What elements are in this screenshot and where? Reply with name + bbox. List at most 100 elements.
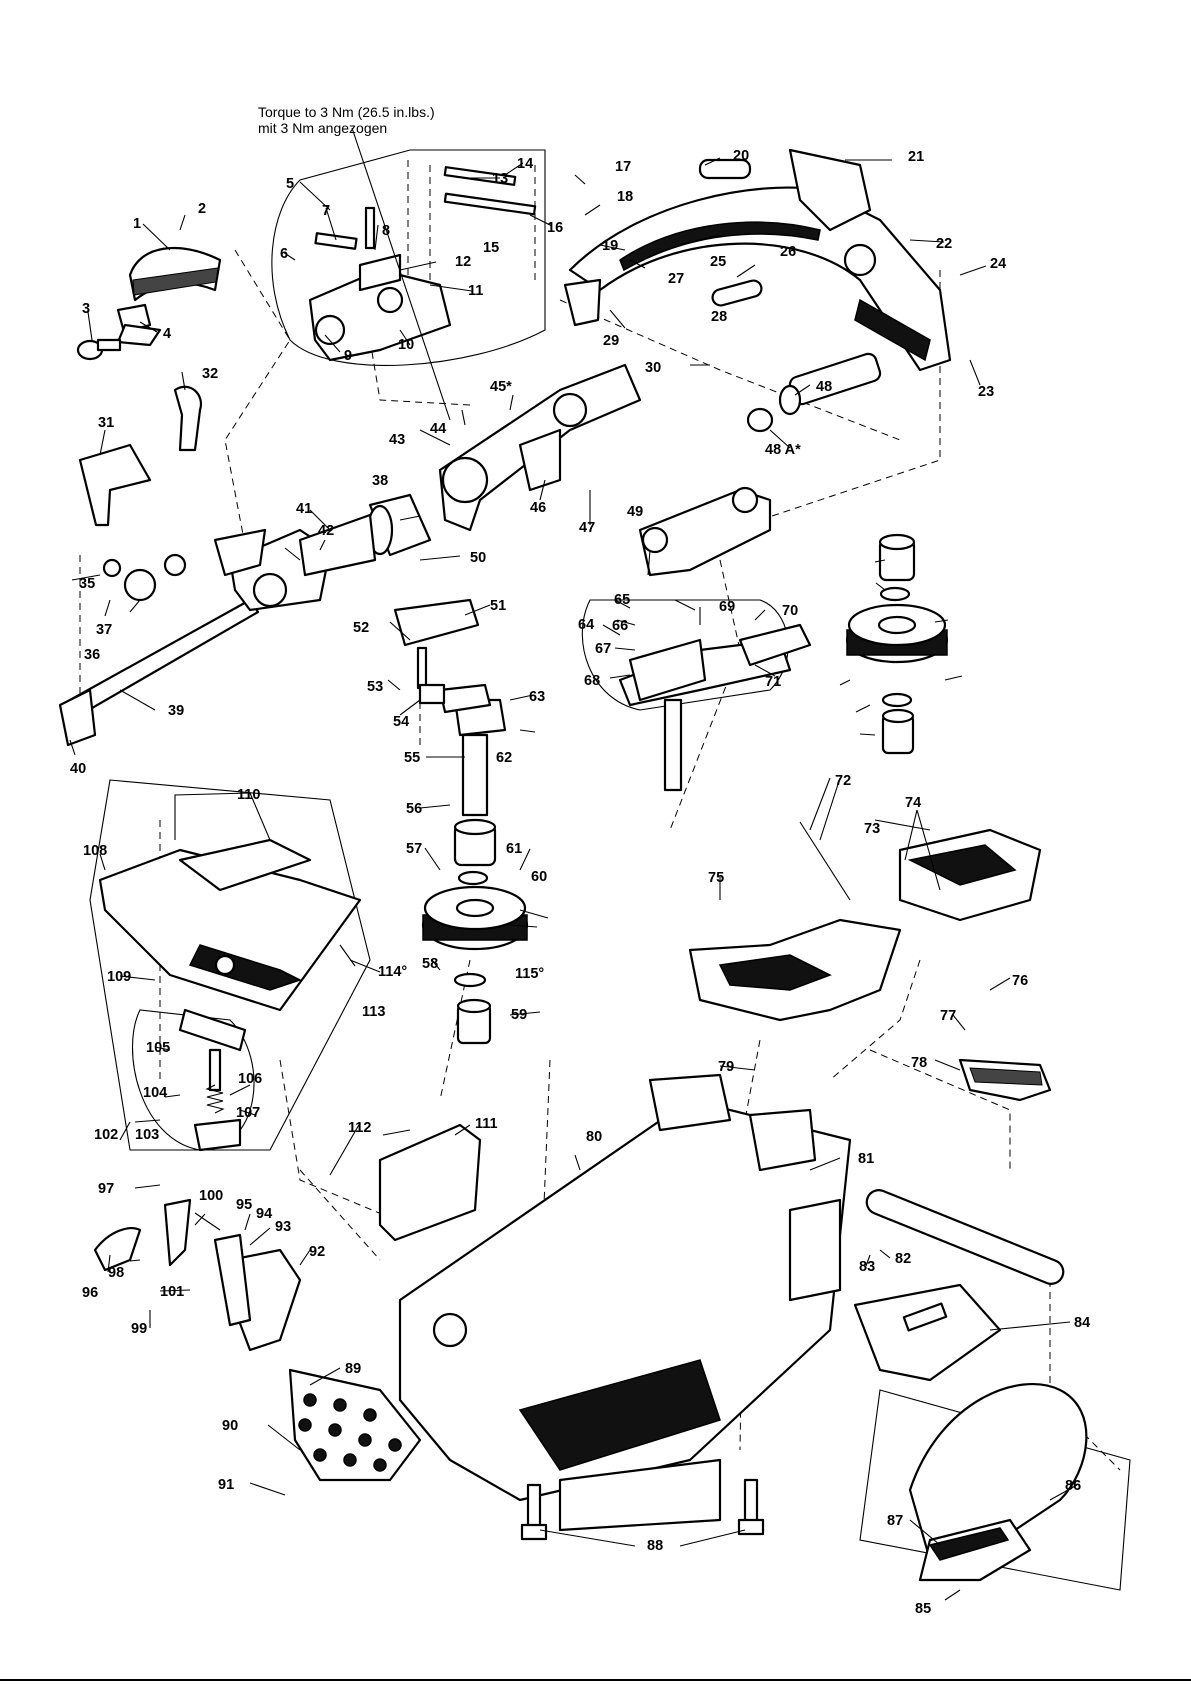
part-label: 39 (168, 703, 184, 719)
part-label: 89 (345, 1361, 361, 1377)
part-pins-13-16 (443, 166, 537, 216)
part-label: 63 (529, 689, 545, 705)
part-label: 41 (296, 501, 312, 517)
part-label: 4 (163, 326, 171, 342)
part-clamp-4 (116, 303, 162, 347)
part-label: 38 (372, 473, 388, 489)
part-label: 30 (645, 360, 661, 376)
part-label: 23 (978, 384, 994, 400)
part-label: 61 (506, 841, 522, 857)
part-label: 26 (780, 244, 796, 260)
part-label: 9 (344, 348, 352, 364)
part-label: 54 (393, 714, 409, 730)
part-label: 93 (275, 1219, 291, 1235)
part-label: 24 (990, 256, 1006, 272)
part-label: 8 (382, 223, 390, 239)
part-label: 29 (603, 333, 619, 349)
part-label: 65 (614, 592, 630, 608)
part-label: 47 (579, 520, 595, 536)
part-shaft-55 (438, 683, 507, 817)
part-label: 90 (222, 1418, 238, 1434)
part-label: 10 (398, 337, 414, 353)
part-arm (563, 148, 952, 372)
part-label: 85 (915, 1601, 931, 1617)
part-label: 68 (584, 673, 600, 689)
part-bracket-31 (78, 443, 152, 527)
part-label: 75 (708, 870, 724, 886)
part-label: 77 (940, 1008, 956, 1024)
part-faceplate-90 (288, 1368, 422, 1482)
part-main-shaft-39 (58, 513, 377, 747)
part-label: 110 (237, 787, 260, 803)
part-label: 88 (647, 1538, 663, 1554)
part-label: 44 (430, 421, 446, 437)
part-gear-stack-right (845, 533, 949, 755)
part-label: 112 (348, 1120, 371, 1136)
part-bracket-assembly (308, 206, 452, 362)
part-label: 86 (1065, 1478, 1081, 1494)
part-label: 84 (1074, 1315, 1090, 1331)
leader-lines (69, 127, 1078, 1601)
part-label: 103 (135, 1127, 159, 1143)
part-label: 92 (309, 1244, 325, 1260)
part-plate-79 (958, 1058, 1052, 1102)
part-label: 19 (602, 238, 618, 254)
torque-note-german: mit 3 Nm angezogen (258, 120, 388, 136)
part-slide-plate-74 (898, 828, 1042, 922)
part-label: 83 (859, 1259, 875, 1275)
part-label: 62 (496, 750, 512, 766)
part-label: 11 (468, 283, 483, 299)
part-label: 31 (98, 415, 114, 431)
part-label: 3 (82, 301, 90, 317)
part-label: 79 (718, 1059, 734, 1075)
part-label: 17 (615, 159, 631, 175)
part-label: 106 (238, 1071, 262, 1087)
part-label: 37 (96, 622, 112, 638)
part-presser-plate-110 (98, 838, 362, 1012)
part-arm-72 (738, 623, 812, 667)
part-label: 16 (547, 220, 563, 236)
part-label: 60 (531, 869, 547, 885)
part-label: 21 (908, 149, 924, 165)
part-label: 42 (318, 523, 334, 539)
part-knee-lever-93 (93, 1198, 302, 1352)
part-label: 69 (719, 599, 735, 615)
part-label: 32 (202, 366, 218, 382)
part-label: 108 (83, 843, 107, 859)
part-plate-73 (688, 918, 902, 1022)
part-label: 74 (905, 795, 921, 811)
part-label: 28 (711, 309, 727, 325)
part-label: 51 (490, 598, 506, 614)
part-label: 46 (530, 500, 546, 516)
part-label: 1 (133, 216, 141, 232)
part-label: 22 (936, 236, 952, 252)
part-label: 64 (578, 617, 594, 633)
part-label: 111 (475, 1116, 498, 1132)
part-label: 18 (617, 189, 633, 205)
part-label: 48 (816, 379, 832, 395)
part-label: 70 (782, 603, 798, 619)
part-pin-28 (711, 279, 763, 307)
part-label: 2 (198, 201, 206, 217)
part-label: 104 (143, 1085, 167, 1101)
part-label: 87 (887, 1513, 903, 1529)
part-label: 95 (236, 1197, 252, 1213)
part-link-35 (102, 553, 187, 602)
part-label: 73 (864, 821, 880, 837)
part-rod-83 (865, 1189, 1065, 1285)
part-label: 53 (367, 679, 383, 695)
part-label: 20 (733, 148, 749, 164)
part-label: 113 (362, 1004, 385, 1020)
part-label: 7 (322, 203, 330, 219)
part-screw-3 (76, 338, 122, 361)
part-label: 71 (765, 674, 781, 690)
part-housing-82 (398, 1073, 852, 1532)
part-label: 57 (406, 841, 422, 857)
torque-note-english: Torque to 3 Nm (26.5 in.lbs.) (258, 104, 435, 120)
part-label: 105 (146, 1040, 170, 1056)
bottom-rule (0, 1679, 1191, 1681)
part-label: 58 (422, 956, 438, 972)
part-label: 66 (612, 618, 628, 634)
part-label: 27 (668, 271, 684, 287)
